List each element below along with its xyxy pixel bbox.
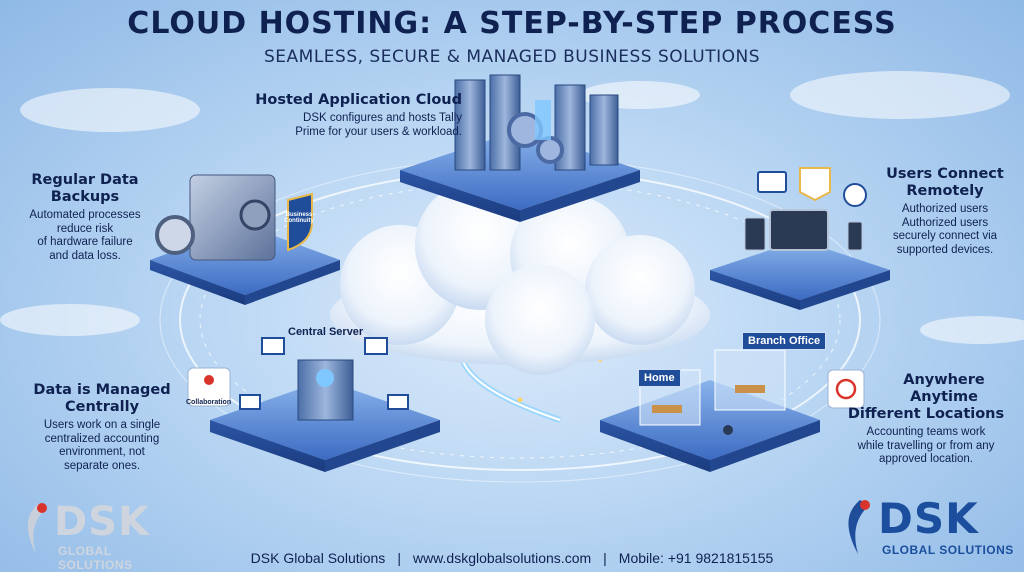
step-description-line: centralized accounting bbox=[44, 432, 160, 445]
page-title: CLOUD HOSTING: A STEP-BY-STEP PROCESS bbox=[127, 6, 897, 41]
step-description: Users work on a single centralized accou… bbox=[22, 419, 182, 473]
step-description-line: approved location. bbox=[879, 453, 973, 465]
step-description-line: Users work on a single bbox=[43, 419, 161, 431]
step-heading-line: Centrally bbox=[64, 399, 140, 415]
step-description-line: reduce risk bbox=[56, 222, 114, 235]
step-users-connect-remotely: Users Connect Remotely Authorized users … bbox=[870, 166, 1020, 257]
step-data-managed-centrally: Data is Managed Centrally Users work on … bbox=[22, 382, 182, 473]
step-heading-line: Users Connect bbox=[886, 166, 1004, 182]
step-heading-line: Different Locations bbox=[847, 406, 1005, 422]
step-description-line: of hardware failure bbox=[37, 236, 133, 248]
dsk-logo-mark-icon bbox=[848, 500, 870, 554]
business-continuity-shield-label: Business Continuity bbox=[284, 212, 314, 224]
step-description-line: environment, not bbox=[59, 446, 145, 458]
step-heading-line: Remotely bbox=[906, 183, 984, 199]
footer-mobile: Mobile: +91 9821815155 bbox=[618, 550, 774, 566]
page-subtitle: SEAMLESS, SECURE & MANAGED BUSINESS SOLU… bbox=[263, 47, 761, 67]
step-description-line: securely connect via bbox=[892, 230, 998, 242]
footer-company: DSK Global Solutions bbox=[250, 550, 386, 566]
step-description-line: supported devices. bbox=[896, 243, 994, 256]
step-regular-data-backups: Regular Data Backups Automated processes… bbox=[10, 172, 160, 263]
header: CLOUD HOSTING: A STEP-BY-STEP PROCESS SE… bbox=[0, 6, 1024, 67]
logo-wordmark: DSK bbox=[878, 494, 979, 543]
footer-contact-bar: DSK Global Solutions | www.dskglobalsoluti… bbox=[0, 550, 1024, 566]
step-description: Automated processes reduce risk of hardw… bbox=[10, 209, 160, 263]
footer-separator: | bbox=[397, 550, 401, 566]
central-server-label: Central Server bbox=[288, 326, 364, 338]
step-heading: Hosted Application Cloud bbox=[255, 92, 462, 108]
step-heading: Regular Data Backups bbox=[10, 172, 160, 206]
step-description: DSK configures and hosts Tally Prime for… bbox=[222, 112, 462, 139]
footer-website-link[interactable]: www.dskglobalsolutions.com bbox=[412, 550, 592, 566]
logo-tagline: GLOBAL SOLUTIONS bbox=[882, 543, 1014, 557]
step-heading: Data is Managed Centrally bbox=[22, 382, 182, 416]
step-heading: Anywhere Anytime Different Locations bbox=[836, 372, 1016, 423]
step-heading-line: Anywhere bbox=[903, 372, 985, 388]
step-heading-line: Data is Managed bbox=[33, 382, 171, 398]
step-description: Accounting teams work while travelling o… bbox=[836, 426, 1016, 467]
step-anywhere-anytime: Anywhere Anytime Different Locations Acc… bbox=[836, 372, 1016, 467]
step-description-line: separate ones. bbox=[63, 459, 141, 472]
logo-tagline: GLOBAL SOLUTIONS bbox=[58, 544, 133, 572]
step-description-line: Authorized users bbox=[901, 203, 989, 215]
footer-separator: | bbox=[603, 550, 607, 566]
step-heading-line: Regular Data bbox=[31, 172, 139, 188]
step-description-line: Automated processes bbox=[29, 209, 141, 221]
step-description-line: and data loss. bbox=[49, 249, 121, 262]
step-description-line: Prime for your users & workload. bbox=[295, 125, 462, 138]
dsk-logo-mark-icon bbox=[27, 503, 47, 554]
step-heading-line: Backups bbox=[50, 189, 120, 205]
logo-wordmark: DSK bbox=[54, 499, 151, 545]
dsk-logo-left: DSK GLOBAL SOLUTIONS bbox=[16, 499, 186, 572]
branch-office-sign: Branch Office bbox=[742, 332, 827, 350]
step-description-line: DSK configures and hosts Tally bbox=[303, 112, 462, 124]
step-description-line: while travelling or from any bbox=[857, 439, 995, 452]
dsk-logo-right: DSK GLOBAL SOLUTIONS bbox=[836, 496, 1016, 562]
step-heading: Users Connect Remotely bbox=[870, 166, 1020, 200]
home-sign: Home bbox=[638, 369, 681, 387]
step-description: Authorized users Authorized users secure… bbox=[870, 203, 1020, 257]
step-description-line: Authorized users bbox=[901, 216, 989, 229]
step-hosted-application-cloud: Hosted Application Cloud DSK configures … bbox=[222, 92, 462, 139]
step-heading-line: Anytime bbox=[910, 389, 978, 405]
step-description-line: Accounting teams work bbox=[866, 426, 986, 438]
collaboration-label: Collaboration bbox=[186, 399, 232, 406]
